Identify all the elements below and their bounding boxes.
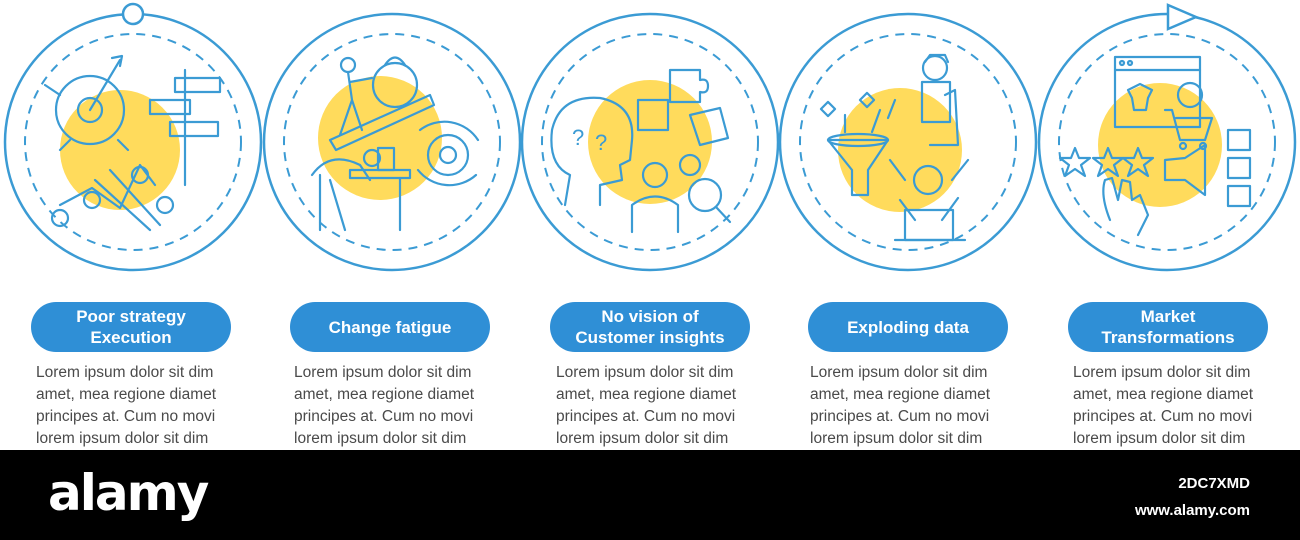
- step-3-description: Lorem ipsum dolor sit dim amet, mea regi…: [556, 364, 737, 447]
- step-2-description: Lorem ipsum dolor sit dim amet, mea regi…: [294, 364, 475, 447]
- kettlebell-fatigue-icon: [310, 56, 480, 232]
- dashed-ring-2: [283, 33, 501, 251]
- site-url: www.alamy.com: [1134, 502, 1250, 519]
- svg-text:?: ?: [572, 125, 584, 150]
- step-3-title: No vision of Customer insights: [550, 302, 750, 352]
- circles-layer: ? ?: [3, 2, 1297, 272]
- step-1-title: Poor strategy Execution: [31, 302, 231, 352]
- dashed-ring-1: [24, 33, 242, 251]
- svg-text:?: ?: [595, 130, 607, 155]
- yellow-blob-3: [588, 80, 712, 204]
- funnel-data-icon: [819, 53, 970, 242]
- target-strategy-icon: [43, 54, 222, 232]
- outer-circle-3: [520, 12, 780, 272]
- step-5-description: Lorem ipsum dolor sit dim amet, mea regi…: [1073, 364, 1254, 447]
- image-id: 2DC7XMD: [1178, 475, 1250, 492]
- outer-circle-2: [262, 12, 522, 272]
- step-4-description: Lorem ipsum dolor sit dim amet, mea regi…: [810, 364, 991, 447]
- step-1-description: Lorem ipsum dolor sit dim amet, mea regi…: [36, 364, 217, 447]
- dashed-ring-5: [1058, 33, 1276, 251]
- start-marker-icon: [121, 2, 145, 26]
- infographic: ? ?: [3, 2, 1297, 447]
- alamy-logo: alamy: [48, 464, 209, 522]
- watermark-footer: alamy 2DC7XMD www.alamy.com: [0, 450, 1300, 540]
- dashed-ring-4: [799, 33, 1017, 251]
- step-2-title: Change fatigue: [290, 302, 490, 352]
- step-5-title: Market Transformations: [1068, 302, 1268, 352]
- step-4-title: Exploding data: [808, 302, 1008, 352]
- puzzle-mind-icon: ? ?: [550, 68, 732, 234]
- yellow-blob-4: [838, 88, 962, 212]
- online-shop-icon: [1058, 55, 1252, 237]
- play-marker-icon: [1166, 3, 1200, 31]
- outer-circle-4: [778, 12, 1038, 272]
- dashed-ring-3: [541, 33, 759, 251]
